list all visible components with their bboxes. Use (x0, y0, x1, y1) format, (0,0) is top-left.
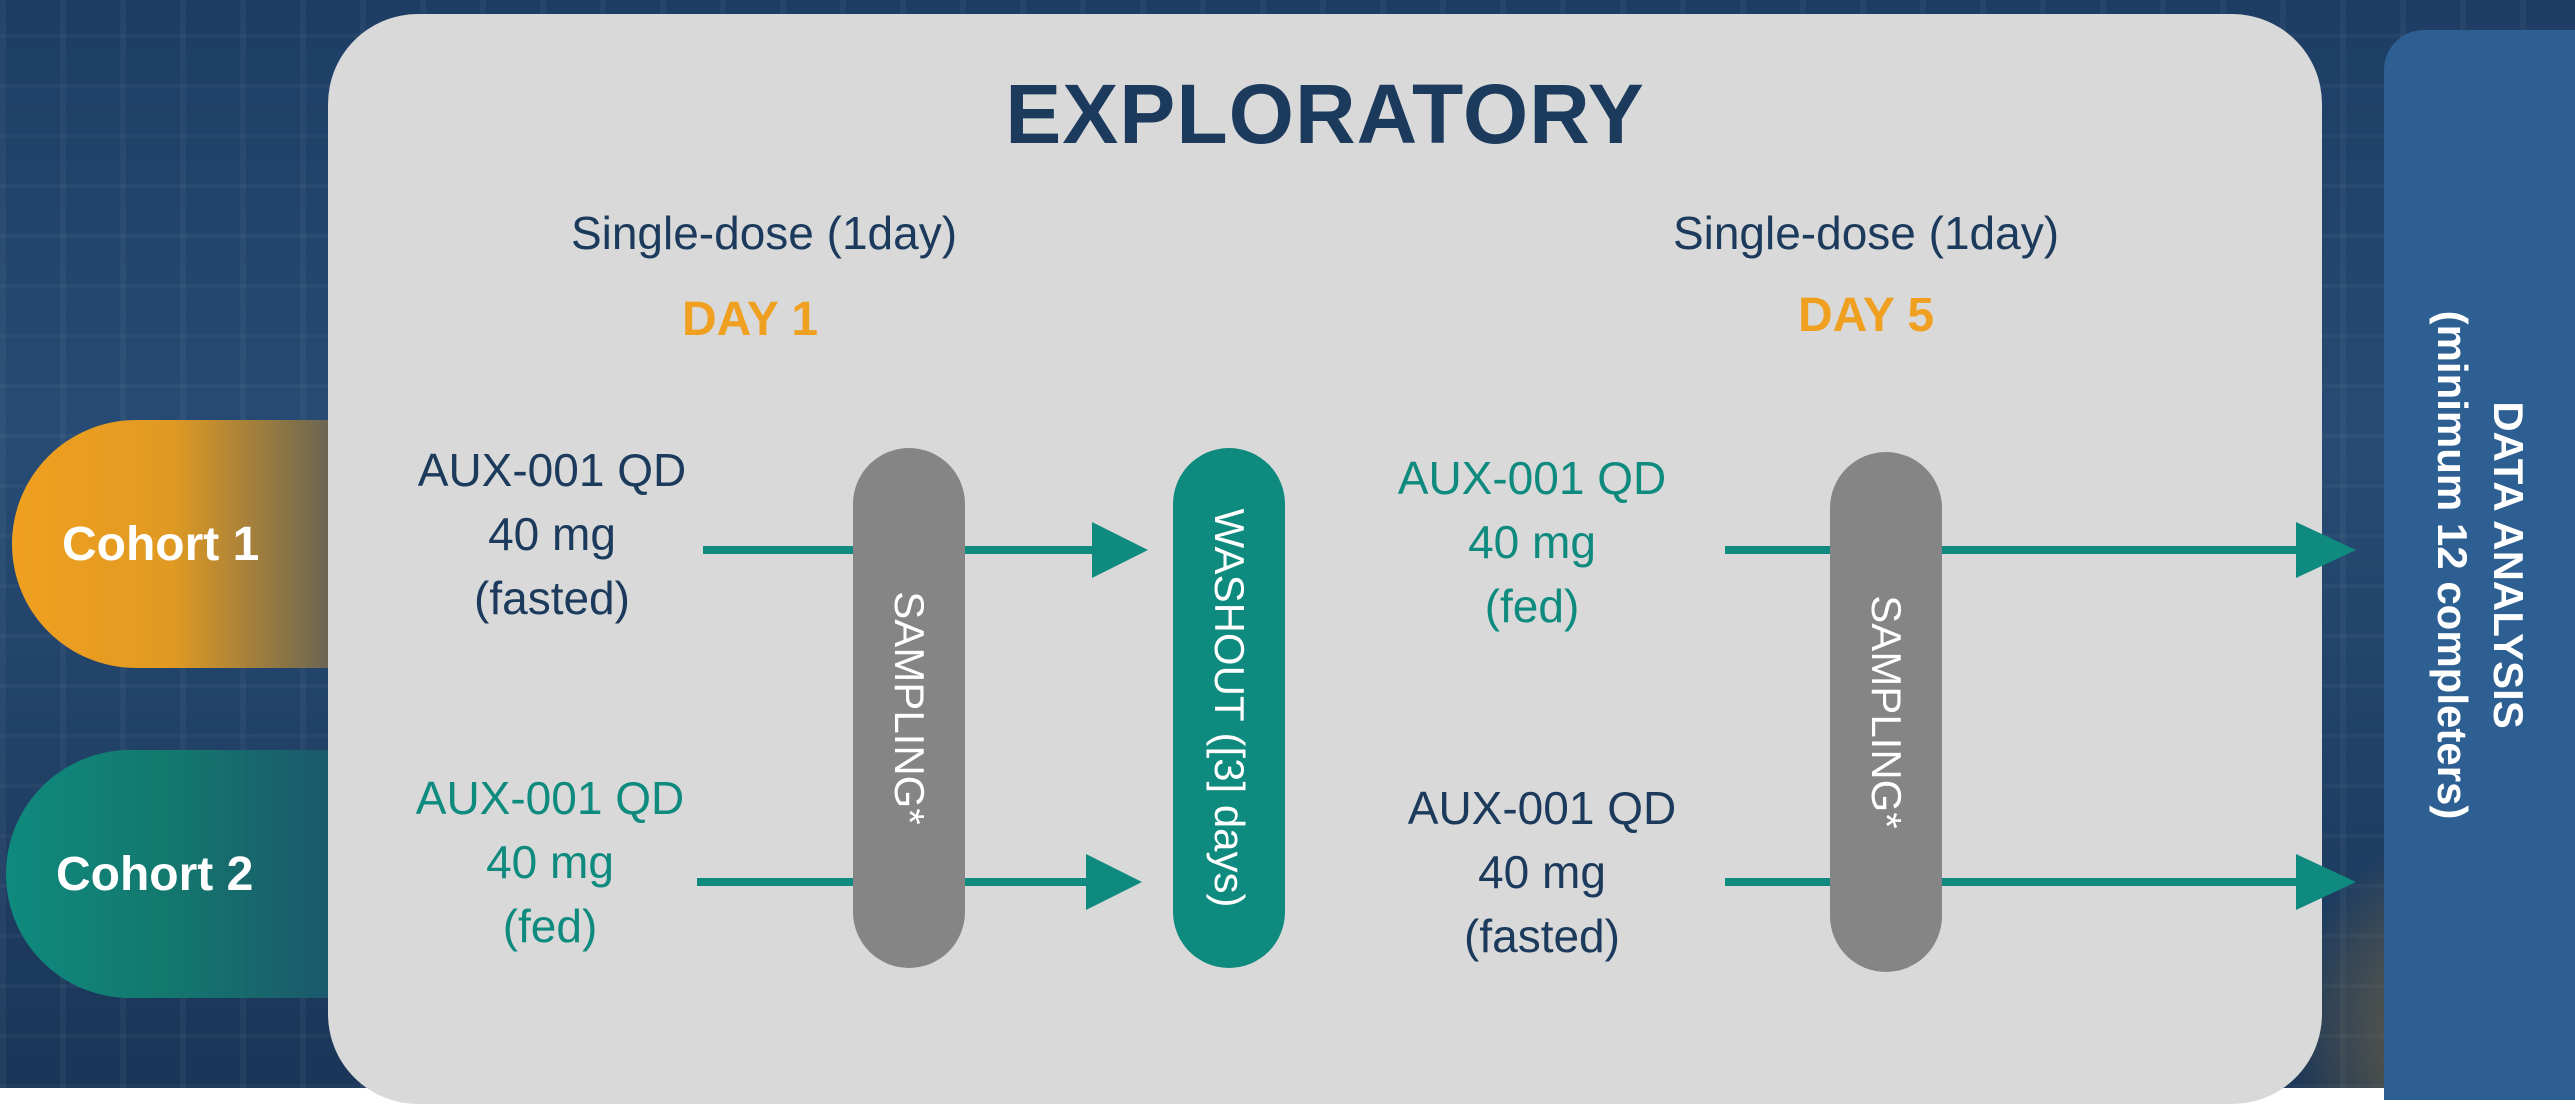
dose-condition: (fasted) (474, 572, 630, 624)
period-2-day: DAY 5 (1797, 289, 1935, 342)
arrow-c1-p2-head (2296, 522, 2356, 578)
dose-cohort2-period2: AUX-001 QD 40 mg (fasted) (1362, 776, 1722, 968)
dose-amount: 40 mg (486, 836, 614, 888)
dose-condition: (fed) (1484, 580, 1580, 632)
exploratory-panel (328, 14, 2322, 1104)
dose-drug: AUX-001 QD (415, 772, 685, 824)
dose-amount: 40 mg (1478, 846, 1606, 898)
washout-pill: WASHOUT ([3] days) (1173, 448, 1285, 968)
dose-drug: AUX-001 QD (1397, 452, 1667, 504)
data-analysis-text: DATA ANALYSIS (minimum 12 completers) (2424, 311, 2536, 820)
sampling-pill-period2: SAMPLING* (1830, 452, 1942, 972)
diagram-title: EXPLORATORY (1005, 67, 1645, 161)
period-2-subtitle: Single-dose (1day) (1672, 207, 2060, 259)
data-analysis-title: DATA ANALYSIS (2484, 401, 2532, 729)
dose-cohort1-period1: AUX-001 QD 40 mg (fasted) (372, 438, 732, 630)
dose-amount: 40 mg (1468, 516, 1596, 568)
washout-label: WASHOUT ([3] days) (1206, 508, 1253, 908)
arrow-c2-p1-head (1086, 854, 1142, 910)
dose-amount: 40 mg (488, 508, 616, 560)
data-analysis-bar: DATA ANALYSIS (minimum 12 completers) (2384, 30, 2575, 1100)
dose-drug: AUX-001 QD (1407, 782, 1677, 834)
dose-cohort2-period1: AUX-001 QD 40 mg (fed) (370, 766, 730, 958)
data-analysis-subtitle: (minimum 12 completers) (2428, 310, 2476, 820)
period-1-subtitle: Single-dose (1day) (570, 207, 958, 259)
sampling-label: SAMPLING* (1863, 595, 1910, 829)
cohort-1-label: Cohort 1 (62, 517, 260, 571)
period-1-day: DAY 1 (681, 293, 819, 346)
sampling-label: SAMPLING* (886, 591, 933, 825)
arrow-c2-p2-head (2296, 854, 2356, 910)
dose-condition: (fed) (502, 900, 598, 952)
dose-cohort1-period2: AUX-001 QD 40 mg (fed) (1352, 446, 1712, 638)
dose-drug: AUX-001 QD (417, 444, 687, 496)
arrow-c1-p1-head (1092, 522, 1148, 578)
sampling-pill-period1: SAMPLING* (853, 448, 965, 968)
dose-condition: (fasted) (1464, 910, 1620, 962)
cohort-2-label: Cohort 2 (56, 847, 254, 901)
